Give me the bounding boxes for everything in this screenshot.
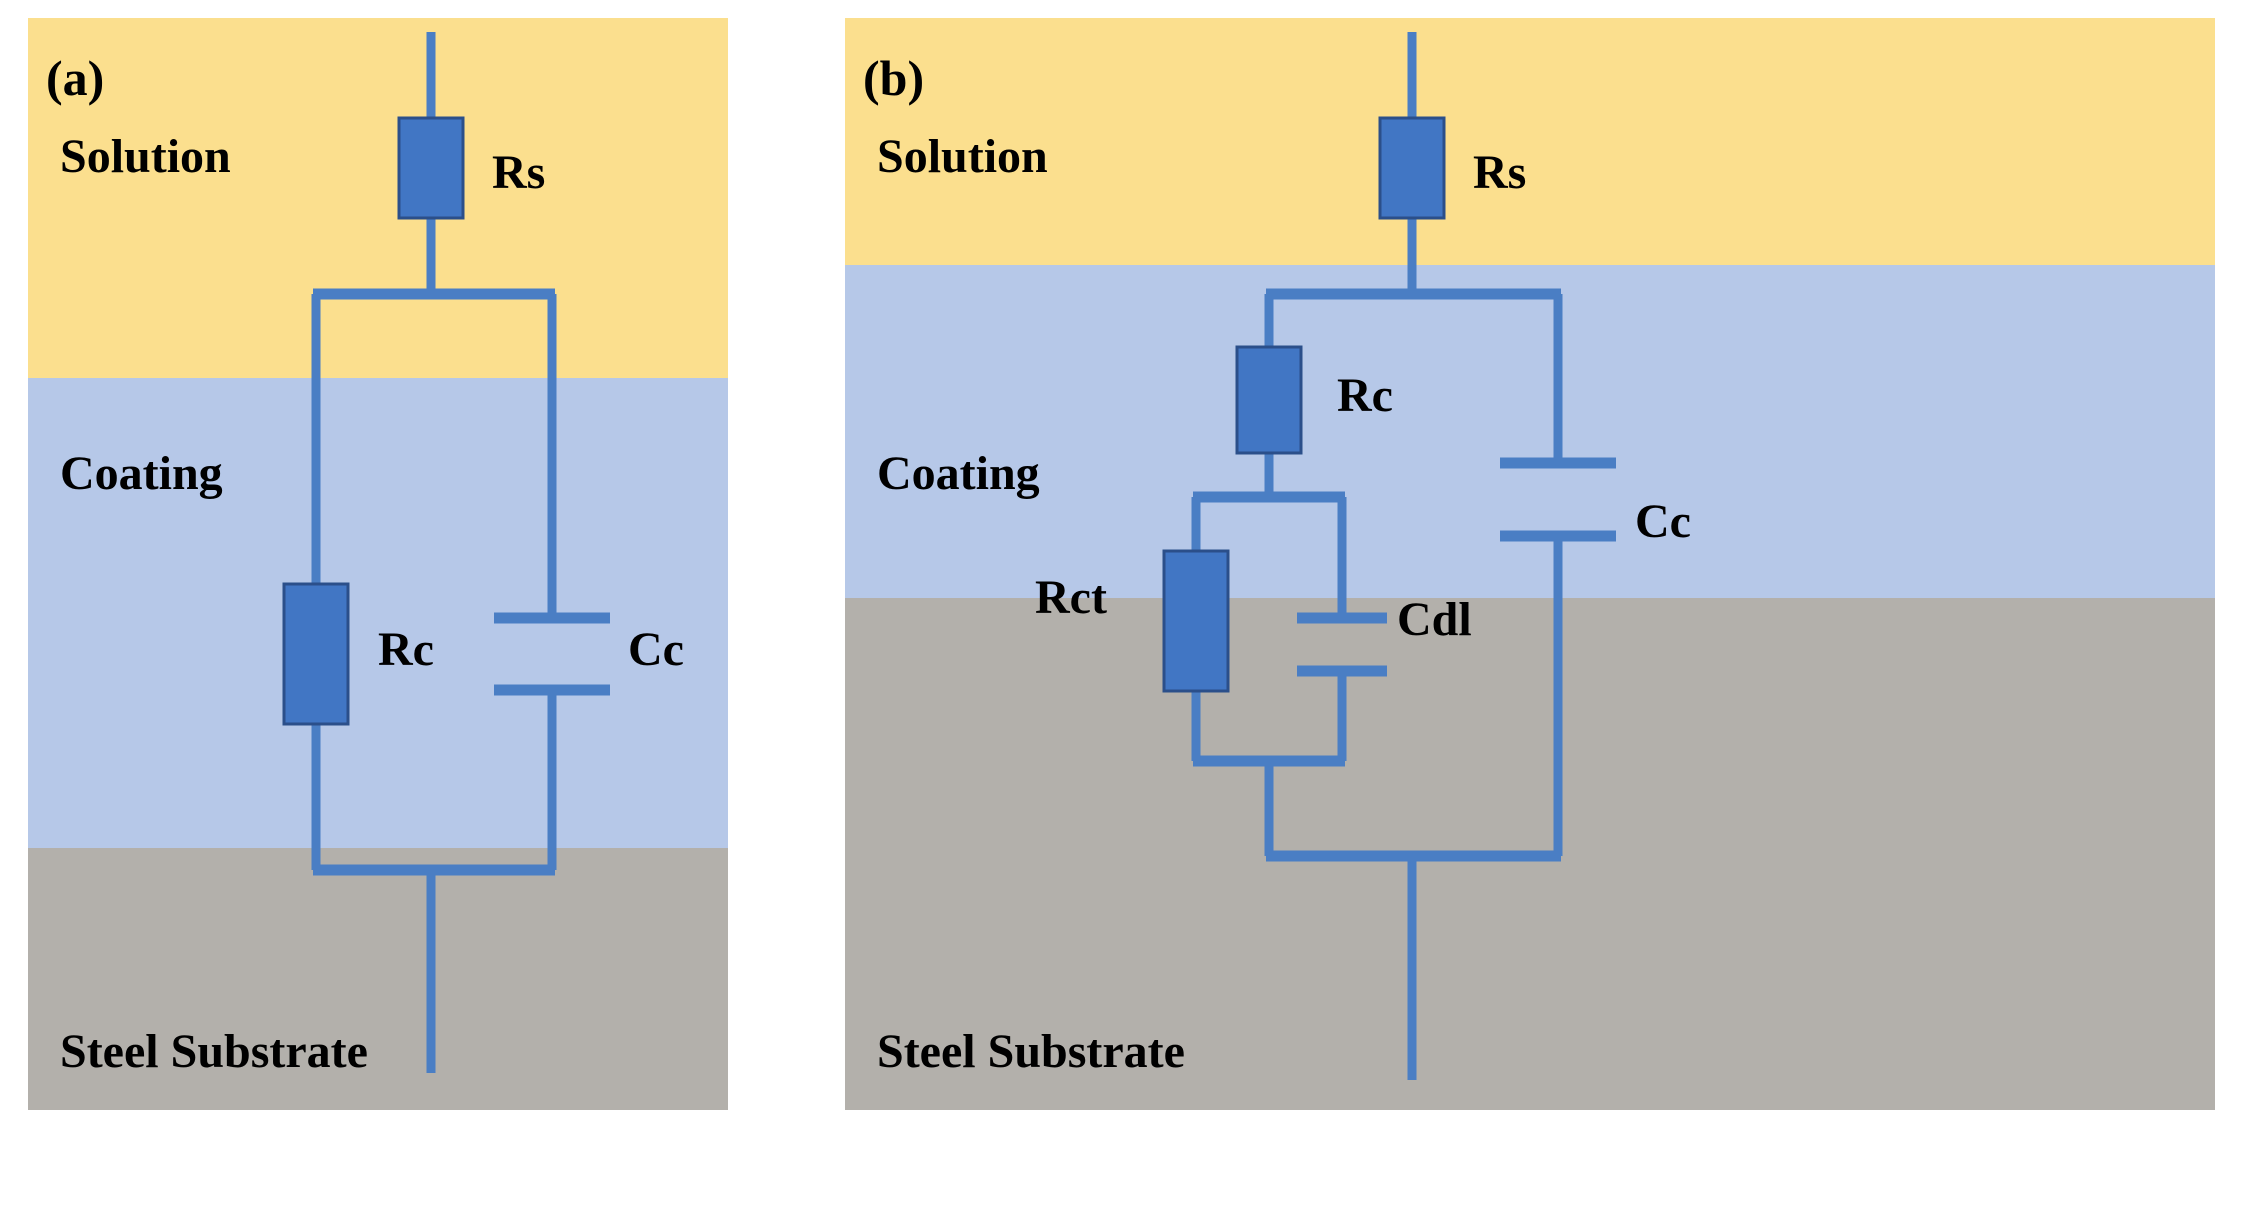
panel-b-circuit — [1162, 32, 1616, 1080]
panel-a-steel-label: Steel Substrate — [60, 1025, 368, 1078]
panel-b-solution-layer — [845, 18, 2215, 265]
panel-b-rc-label: Rc — [1337, 369, 1393, 422]
panel-b-rct-label: Rct — [1035, 571, 1107, 624]
panel-a-rc-body — [282, 582, 350, 726]
panel-a-solution-label: Solution — [60, 130, 231, 183]
panel-b: (b) Solution Coating Steel Substrate — [845, 18, 2215, 1110]
panel-b-rc-body — [1235, 345, 1303, 455]
panel-a-steel-layer — [28, 848, 728, 1110]
panel-a-rs-label: Rs — [492, 146, 546, 199]
panel-b-coating-label: Coating — [877, 447, 1040, 500]
panel-b-cc-label: Cc — [1635, 495, 1691, 548]
panel-a-tag: (a) — [46, 50, 105, 106]
panel-a-coating-label: Coating — [60, 447, 223, 500]
panel-b-rct-body — [1162, 549, 1230, 693]
panel-b-cdl-label: Cdl — [1397, 593, 1472, 646]
panel-a-rs-body — [397, 116, 465, 220]
panel-a: (a) Solution Coating Steel Substrate — [28, 18, 728, 1110]
panel-b-coating-layer — [845, 265, 2215, 598]
panel-a-solution-layer — [28, 18, 728, 378]
panel-a-coating-layer — [28, 378, 728, 848]
panel-b-rs-body — [1378, 116, 1446, 220]
panel-b-solution-label: Solution — [877, 130, 1048, 183]
panel-b-steel-label: Steel Substrate — [877, 1025, 1185, 1078]
panel-a-rc-label: Rc — [378, 623, 434, 676]
panel-a-circuit — [282, 32, 610, 1073]
panel-b-tag: (b) — [863, 50, 925, 106]
panel-b-rs-label: Rs — [1473, 146, 1527, 199]
panel-a-cc-label: Cc — [628, 623, 684, 676]
